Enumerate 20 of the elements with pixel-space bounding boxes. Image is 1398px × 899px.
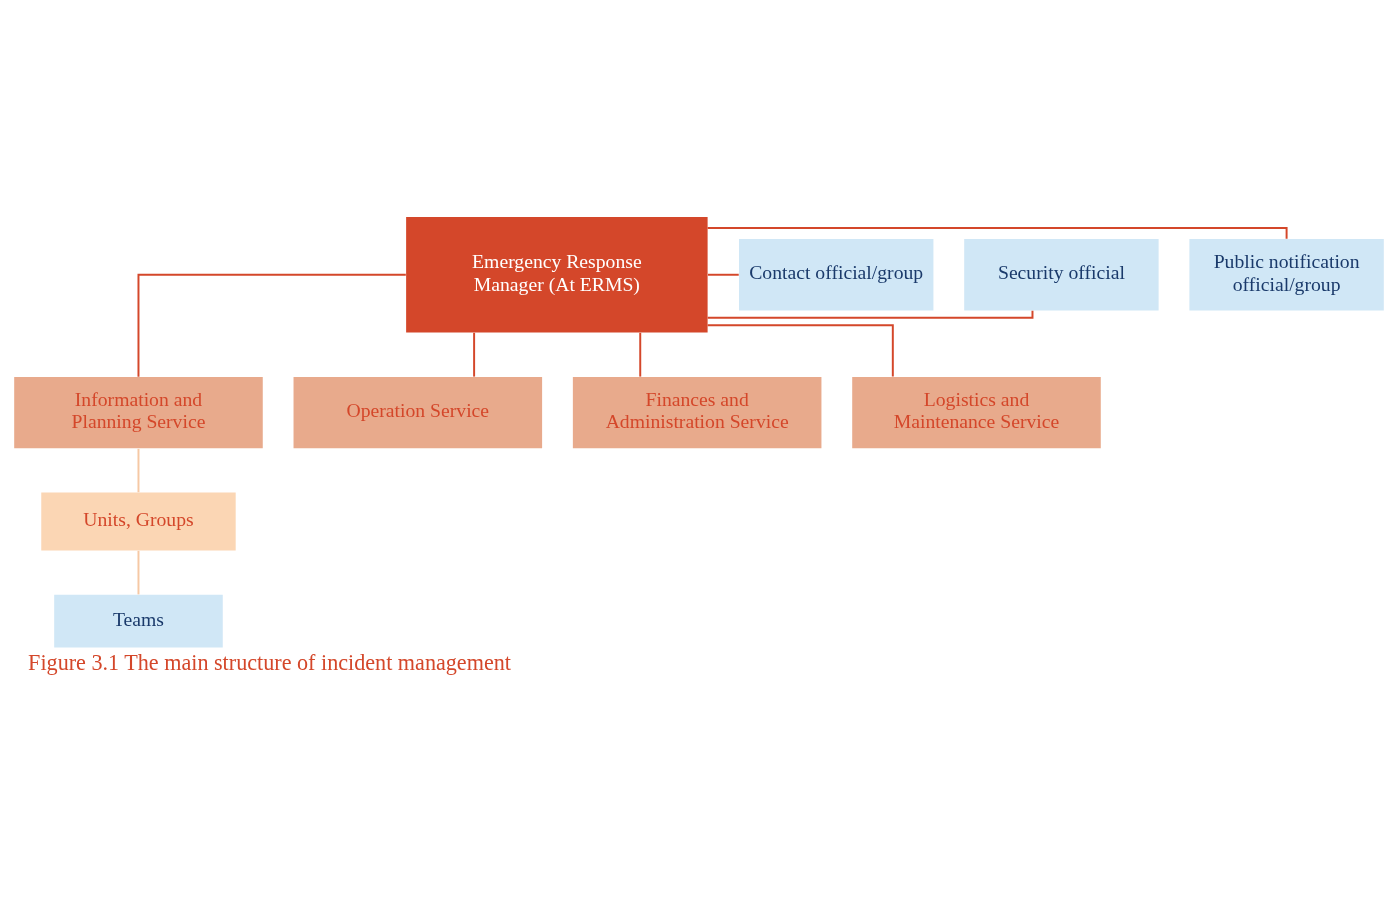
connector	[473, 331, 476, 378]
node-box: Finances and Administration Service	[572, 376, 822, 449]
node-box: Public notification official/group	[1189, 239, 1384, 311]
connector	[706, 227, 1288, 240]
node-box: Logistics and Maintenance Service	[852, 376, 1101, 449]
caption: Figure 3.1 The main structure of incident management	[28, 650, 511, 676]
connector	[137, 447, 140, 494]
node-box: Units, Groups	[41, 492, 236, 551]
connector	[137, 273, 407, 378]
node-box: Security official	[964, 239, 1159, 311]
connector	[707, 273, 740, 276]
connector	[706, 324, 894, 378]
connector	[706, 309, 1034, 319]
connector	[639, 331, 642, 378]
node-box: Operation Service	[293, 376, 543, 449]
node-box: Emergency Response Manager (At ERMS)	[406, 216, 708, 333]
connector	[137, 549, 140, 596]
node-box: Teams	[54, 594, 223, 648]
node-box: Information and Planning Service	[14, 376, 263, 449]
node-box: Contact official/group	[739, 239, 934, 311]
